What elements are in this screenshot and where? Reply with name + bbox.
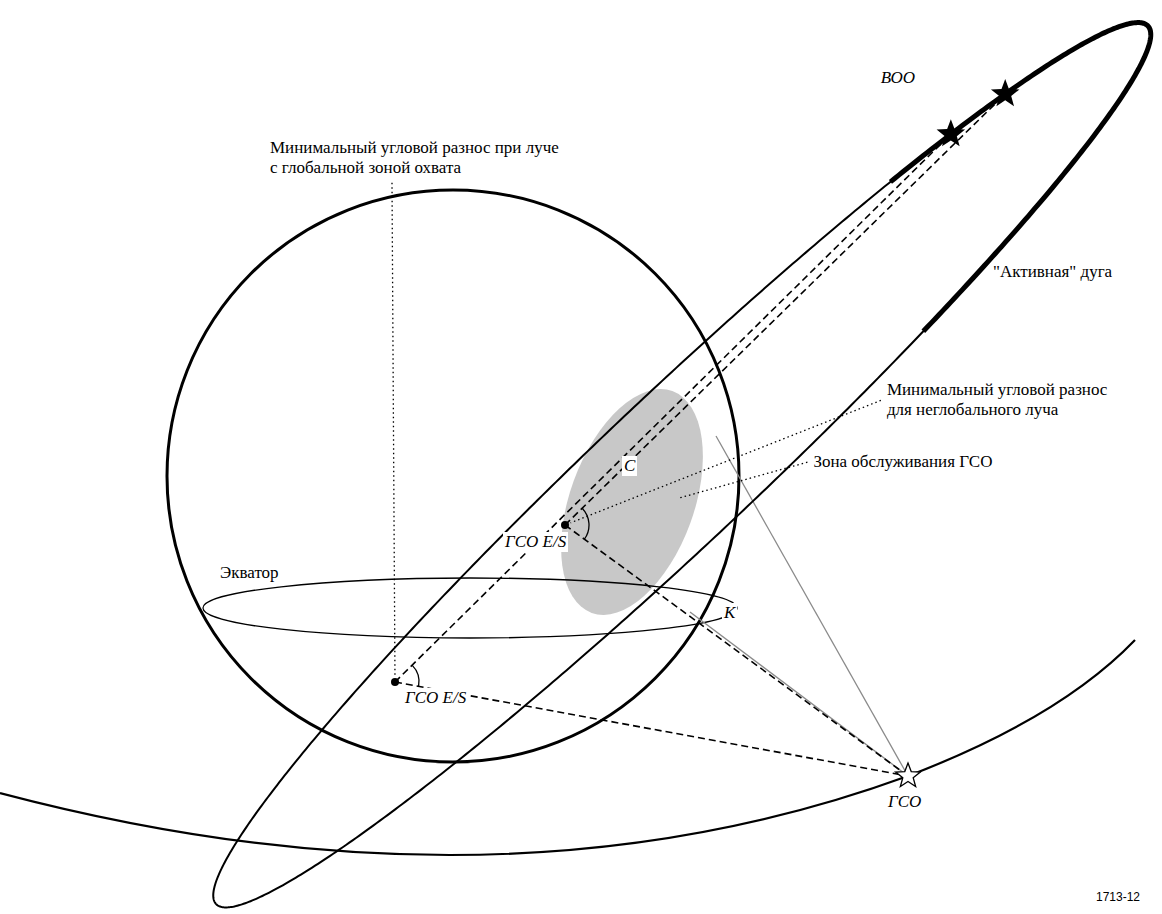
earth-circle [167, 190, 739, 762]
satellite-label: ГСО [886, 792, 923, 812]
leader-line [678, 462, 808, 498]
callout-text: Зона обслуживания ГСО [811, 452, 994, 472]
angle-arc [412, 665, 419, 686]
sight-line [565, 525, 908, 776]
active-arc [890, 23, 1150, 332]
ngso-satellite [937, 119, 966, 146]
point-label: C [622, 456, 637, 476]
sight-line [565, 94, 1005, 525]
point-label: K [722, 603, 737, 623]
leader-line [392, 183, 395, 676]
sight-line [395, 134, 951, 682]
orbit-name: ВОО [879, 68, 917, 88]
station-label: ГСО E/S [503, 532, 568, 552]
arc-label: "Активная" дуга [991, 262, 1114, 282]
callout-text: Минимальный угловой разнос при луче с гл… [268, 138, 572, 179]
ngso-satellite [991, 79, 1020, 106]
gso-orbit [0, 640, 1135, 855]
ngso-orbit [213, 23, 1151, 908]
figure-number: 1713-12 [1094, 890, 1142, 904]
angle-arc [582, 508, 589, 539]
equator-label: Экватор [218, 563, 281, 583]
sight-line [395, 682, 908, 776]
callout-text: Минимальный угловой разнос для неглобаль… [885, 380, 1114, 421]
zone-tangent [716, 436, 908, 776]
station-label: ГСО E/S [403, 688, 468, 708]
earth-station-dot [561, 521, 569, 529]
zone-tangent [690, 612, 908, 776]
gso-satellite [896, 763, 921, 787]
earth-station-dot [391, 678, 399, 686]
